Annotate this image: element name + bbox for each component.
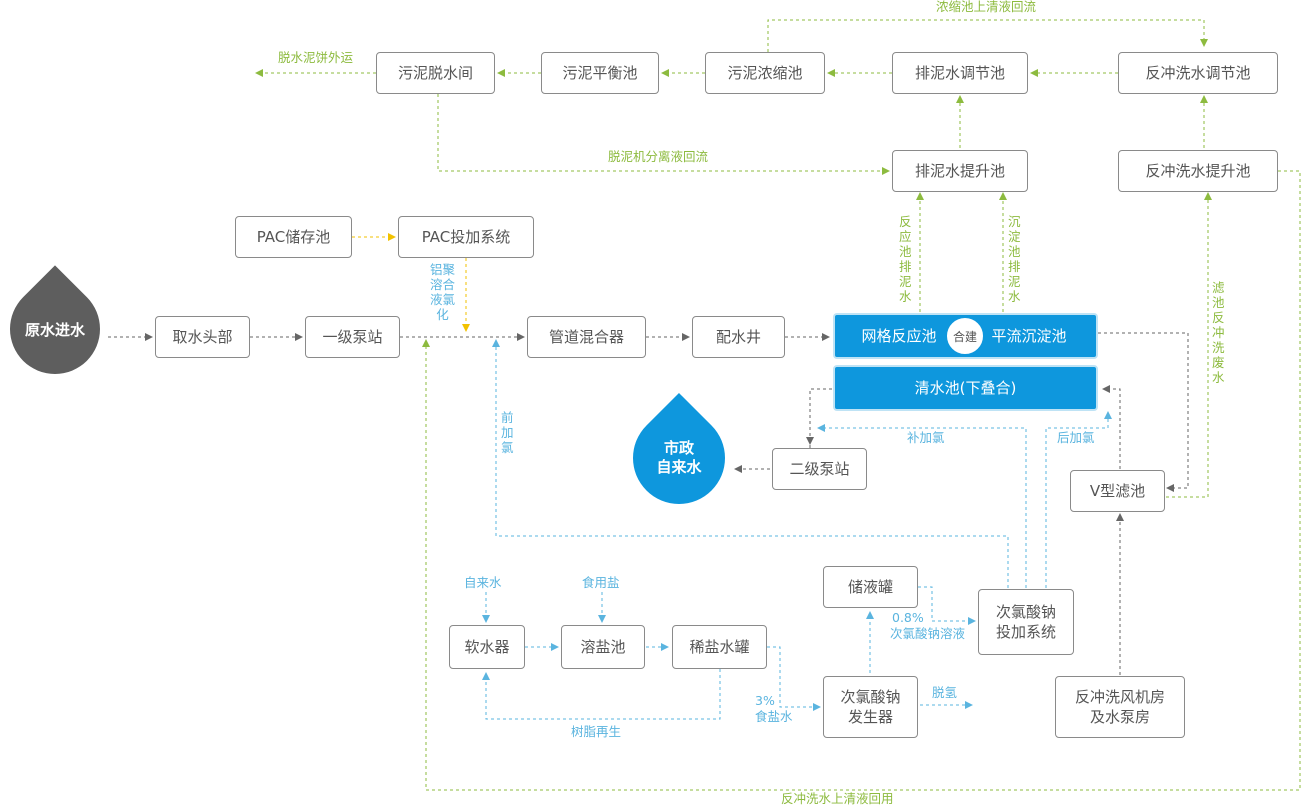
label-cake-out: 脱水泥饼外运 [278, 50, 354, 65]
node-brine-tank: 稀盐水罐 [672, 625, 767, 669]
flow-filter-to-clear-tank [1102, 385, 1121, 469]
label-tap-water: 自来水 [464, 575, 502, 590]
flow-sedimentation-to-filter [1098, 332, 1189, 492]
label-backwash-return: 反冲洗水上清液回用 [781, 791, 894, 806]
label-naclo-solution-pct: 0.8% [892, 610, 924, 625]
label-resin-regeneration: 树脂再生 [571, 724, 622, 739]
node-intake: 取水头部 [155, 316, 250, 358]
municipal-water-label: 市政 自来水 [656, 439, 702, 476]
label-dewater-return: 脱泥机分离液回流 [608, 149, 709, 164]
label-reaction-drain: 反 应 池 排 泥 水 [899, 214, 912, 304]
flow-post-chlorine [1045, 411, 1112, 588]
node-v-filter: V型滤池 [1070, 470, 1165, 512]
combined-badge: 合建 [945, 316, 985, 356]
municipal-water-drop: 市政 自来水 [613, 392, 745, 524]
node-naclo-generator: 次氯酸钠 发生器 [823, 676, 918, 738]
node-blower-room: 反冲洗风机房 及水泵房 [1055, 676, 1185, 738]
label-concentrate-return: 浓缩池上清液回流 [936, 0, 1037, 14]
node-pump-station-2: 二级泵站 [772, 448, 867, 490]
node-pipe-mixer: 管道混合器 [527, 316, 646, 358]
label-post-chlorine: 后加氯 [1057, 430, 1095, 445]
node-pump-station-1: 一级泵站 [305, 316, 400, 358]
flow-brine-to-generator [767, 646, 821, 711]
label-dehydrogen: 脱氢 [932, 685, 958, 700]
flow-concentrate-return [767, 19, 1208, 52]
flow-pre-chlorine [492, 339, 1009, 588]
node-softener: 软水器 [449, 625, 525, 669]
flow-dewater-return [437, 94, 890, 175]
label-pre-chlorine: 前 加 氯 [501, 410, 514, 455]
node-clear-water-tank: 清水池(下叠合) [833, 365, 1098, 411]
node-distribution-well: 配水井 [692, 316, 785, 358]
node-drain-lift: 排泥水提升池 [892, 150, 1028, 192]
label-filter-waste: 滤 池 反 冲 洗 废 水 [1212, 280, 1225, 385]
raw-water-drop: 原水进水 [0, 265, 119, 393]
label-naclo-solution: 次氯酸钠溶液 [890, 626, 966, 641]
flow-clear-tank-to-pump2 [806, 388, 832, 445]
label-sediment-drain: 沉 淀 池 排 泥 水 [1008, 214, 1021, 304]
node-sludge-thickener: 污泥浓缩池 [705, 52, 825, 94]
node-reaction-tank: 网格反应池 [833, 313, 963, 359]
flow-backwash-supernatant-return [422, 170, 1301, 791]
node-drain-regulating: 排泥水调节池 [892, 52, 1028, 94]
node-naclo-dosing: 次氯酸钠 投加系统 [978, 589, 1074, 655]
node-sludge-balance: 污泥平衡池 [541, 52, 659, 94]
node-sludge-dewatering: 污泥脱水间 [376, 52, 495, 94]
node-backwash-regulating: 反冲洗水调节池 [1118, 52, 1278, 94]
label-salt-water: 3% 食盐水 [755, 693, 793, 724]
node-backwash-lift: 反冲洗水提升池 [1118, 150, 1278, 192]
label-edible-salt: 食用盐 [582, 575, 620, 590]
node-pac-storage: PAC储存池 [235, 216, 352, 258]
label-aluminum-chloride: 铝聚 溶合 液氯 化 [430, 262, 456, 322]
flow-resin-regen [482, 669, 721, 720]
flow-storage-to-dosing [918, 586, 976, 625]
node-pac-dosing: PAC投加系统 [398, 216, 534, 258]
label-make-up-chlorine: 补加氯 [907, 430, 945, 445]
node-salt-dissolving: 溶盐池 [561, 625, 645, 669]
node-storage-tank: 储液罐 [823, 566, 918, 608]
raw-water-label: 原水进水 [24, 320, 85, 339]
flow-filter-waste [1166, 192, 1212, 498]
